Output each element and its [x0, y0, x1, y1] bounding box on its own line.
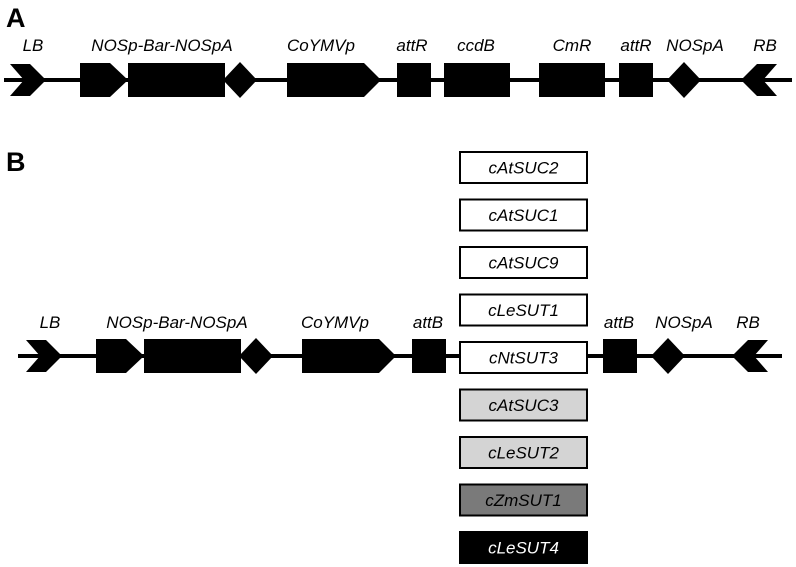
gene-box	[459, 293, 588, 327]
panel-a-bar-box	[128, 63, 225, 97]
panel-a-label-nosp-bar-nospa: NOSp-Bar-NOSpA	[91, 36, 232, 55]
gene-label: cLeSUT1	[488, 301, 559, 320]
gene-box	[459, 246, 588, 279]
panel-a-label-coymvp: CoYMVp	[287, 36, 355, 55]
panel-a-label-attr-right: attR	[620, 36, 651, 55]
panel-a-attr-left-box	[397, 63, 431, 97]
panel-b-label-nospa: NOSpA	[655, 313, 713, 332]
panel-b-bar-box	[144, 339, 241, 373]
gene-box	[459, 483, 588, 517]
panel-b-terminator-diamond	[239, 338, 273, 374]
panel-a-label-rb: RB	[753, 36, 777, 55]
panel-a-lb-border-shape	[10, 64, 46, 96]
panel-b-label-rb: RB	[736, 313, 760, 332]
panel-b-nospa-diamond	[651, 338, 685, 374]
panel-a-nosp-arrow	[80, 63, 128, 97]
panel-a-rb-border-shape	[741, 64, 777, 96]
gene-label: cAtSUC2	[489, 159, 559, 178]
gene-box	[459, 436, 588, 469]
gene-label: cAtSUC3	[489, 396, 559, 415]
gene-box	[459, 388, 588, 422]
gene-insert-stack: cAtSUC2 cAtSUC1 cAtSUC9 cLeSUT1 cNtSUT3 cAtSU…	[459, 151, 588, 564]
panel-a-label-lb: LB	[23, 36, 44, 55]
panel-b-nosp-arrow	[96, 339, 144, 373]
panel-b-label-coymvp: CoYMVp	[301, 313, 369, 332]
panel-b-rb-border-shape	[732, 340, 768, 372]
panel-a-nospa-diamond	[667, 62, 701, 98]
panel-a-terminator-diamond	[223, 62, 257, 98]
gene-label: cLeSUT4	[488, 539, 559, 558]
panel-b-label-lb: LB	[40, 313, 61, 332]
panel-b-attb-right-box	[603, 339, 637, 373]
gene-label: cLeSUT2	[488, 444, 559, 463]
panel-b-label-nosp-bar-nospa: NOSp-Bar-NOSpA	[106, 313, 247, 332]
panel-a-label-nospa: NOSpA	[666, 36, 724, 55]
panel-a-ccdb-box	[444, 63, 510, 97]
panel-a-attr-right-box	[619, 63, 653, 97]
panel-b-letter: B	[6, 147, 26, 177]
gene-box	[459, 151, 588, 184]
gene-label: cNtSUT3	[489, 349, 559, 368]
panel-a-coymvp-arrow	[287, 63, 381, 97]
panel-a-letter: A	[6, 3, 26, 33]
panel-b-lb-border-shape	[26, 340, 62, 372]
panel-b-attb-left-box	[412, 339, 446, 373]
gene-box	[459, 341, 588, 374]
panel-a-label-ccdb: ccdB	[457, 36, 495, 55]
gene-label: cAtSUC1	[489, 206, 559, 225]
gene-label: cZmSUT1	[485, 491, 562, 510]
gene-box	[459, 531, 588, 564]
panel-a-cmr-box	[539, 63, 605, 97]
panel-b-label-attb-right: attB	[604, 313, 634, 332]
panel-a-label-cmr: CmR	[553, 36, 592, 55]
panel-b-coymvp-arrow	[302, 339, 396, 373]
panel-b-label-attb-left: attB	[413, 313, 443, 332]
panel-a-label-attr-left: attR	[396, 36, 427, 55]
gene-box	[459, 198, 588, 232]
gene-label: cAtSUC9	[489, 254, 559, 273]
